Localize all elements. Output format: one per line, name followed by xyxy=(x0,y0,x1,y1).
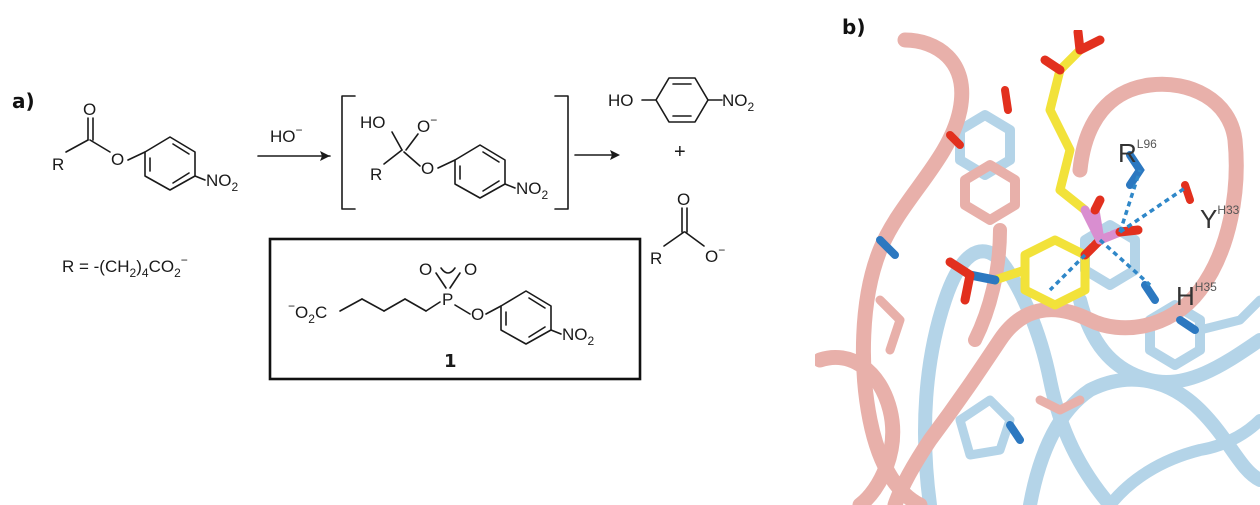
panel-label-a: a) xyxy=(12,89,35,113)
hapten-o-sub: 2 xyxy=(308,312,315,326)
ester-no-label: NO xyxy=(206,171,232,190)
intermediate-bridge-o: O xyxy=(421,159,434,178)
product-no-label: NO xyxy=(722,91,748,110)
hapten-no-label: NO xyxy=(562,325,588,344)
ester-carbonyl-o: O xyxy=(83,100,96,119)
svg-text:NO2: NO2 xyxy=(516,179,549,202)
reaction-arrow-1: HO− xyxy=(257,123,331,161)
intermediate-no-label: NO xyxy=(516,179,542,198)
hapten-o-label: O xyxy=(295,303,308,322)
hapten-o2-label: O xyxy=(464,260,477,279)
intermediate-no-sub: 2 xyxy=(542,188,549,202)
svg-text:O−: O− xyxy=(705,243,725,266)
hapten-no-sub: 2 xyxy=(588,334,595,348)
protein-structure: RL96 YH33 HH35 xyxy=(815,30,1260,505)
r-definition: R = -(CH2)4CO2− xyxy=(62,253,188,280)
hapten-carboxylate-charge: − xyxy=(288,299,295,313)
product-no-sub: 2 xyxy=(748,100,755,114)
carboxylate-r-label: R xyxy=(650,249,662,268)
residue-label-y: YH33 xyxy=(1200,203,1240,234)
carboxylate-o2-charge: − xyxy=(718,243,725,257)
intermediate-r-label: R xyxy=(370,165,382,184)
svg-text:HO−: HO− xyxy=(270,123,303,146)
hapten-c-label: C xyxy=(315,303,327,322)
svg-text:NO2: NO2 xyxy=(722,91,755,114)
svg-text:−O2C: −O2C xyxy=(288,299,327,326)
ester-r-label: R xyxy=(52,155,64,174)
hapten-box: −O2C O O P O NO2 1 xyxy=(268,237,642,381)
intermediate-o-charge: − xyxy=(430,113,437,127)
panel-label-b: b) xyxy=(842,15,865,39)
pink-ribbon xyxy=(815,32,1244,505)
reaction-arrow-2 xyxy=(574,150,620,160)
hydrogen-bonds xyxy=(1048,169,1186,292)
product-nitrophenol: HO NO2 xyxy=(608,77,755,123)
hapten-p-label: P xyxy=(442,290,453,309)
svg-text:O−: O− xyxy=(417,113,437,136)
reagent-hydroxide: HO xyxy=(270,127,296,146)
reagent-charge: − xyxy=(296,123,303,137)
plus-sign: + xyxy=(674,141,686,163)
hapten-o1-label: O xyxy=(419,260,432,279)
hapten-ligand xyxy=(945,30,1143,310)
compound-number: 1 xyxy=(444,351,457,372)
ester-substrate: R O O NO2 xyxy=(52,100,239,194)
product-ho-label: HO xyxy=(608,91,634,110)
residue-label-h: HH35 xyxy=(1176,280,1217,311)
ester-bridge-o: O xyxy=(111,150,124,169)
hapten-bridge-o: O xyxy=(471,305,484,324)
svg-text:NO2: NO2 xyxy=(206,171,239,194)
ester-no-sub: 2 xyxy=(232,180,239,194)
intermediate-ho-label: HO xyxy=(360,113,386,132)
product-carboxylate: R O O− xyxy=(650,190,725,268)
tetrahedral-intermediate: HO O− R O NO2 xyxy=(341,95,569,210)
residue-label-r: RL96 xyxy=(1118,137,1157,168)
intermediate-o-label: O xyxy=(417,117,430,136)
carboxylate-o2-label: O xyxy=(705,247,718,266)
svg-text:NO2: NO2 xyxy=(562,325,595,348)
carboxylate-o-label: O xyxy=(677,190,690,209)
